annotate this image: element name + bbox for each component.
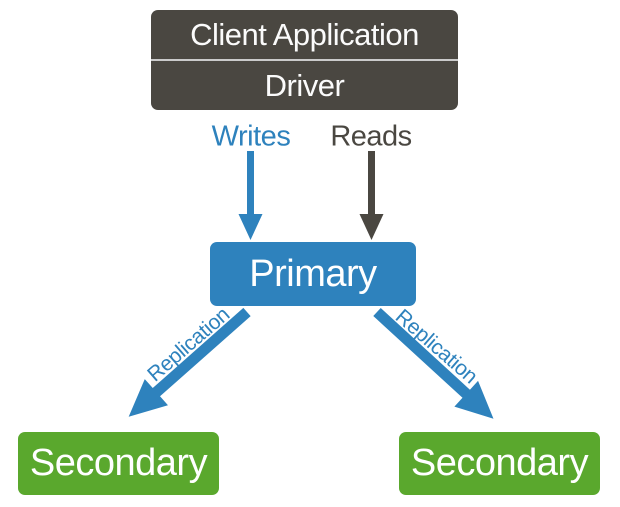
writes-label: Writes: [211, 120, 291, 153]
primary-label: Primary: [249, 252, 377, 295]
driver-label: Driver: [264, 67, 345, 103]
secondary-left-label: Secondary: [29, 442, 208, 484]
secondary-node-left: Secondary: [18, 432, 219, 495]
secondary-node-right: Secondary: [399, 432, 600, 495]
replication-arrow-left-icon: [128, 307, 251, 417]
secondary-right-label: Secondary: [410, 442, 589, 484]
client-application-box: Client Application Driver: [151, 10, 458, 110]
writes-arrow-icon: [238, 151, 263, 240]
client-application-label: Client Application: [151, 10, 458, 61]
replication-arrow-right-icon: [373, 307, 494, 419]
reads-label: Reads: [330, 120, 412, 153]
primary-node: Primary: [210, 242, 416, 306]
reads-arrow-icon: [359, 151, 384, 240]
